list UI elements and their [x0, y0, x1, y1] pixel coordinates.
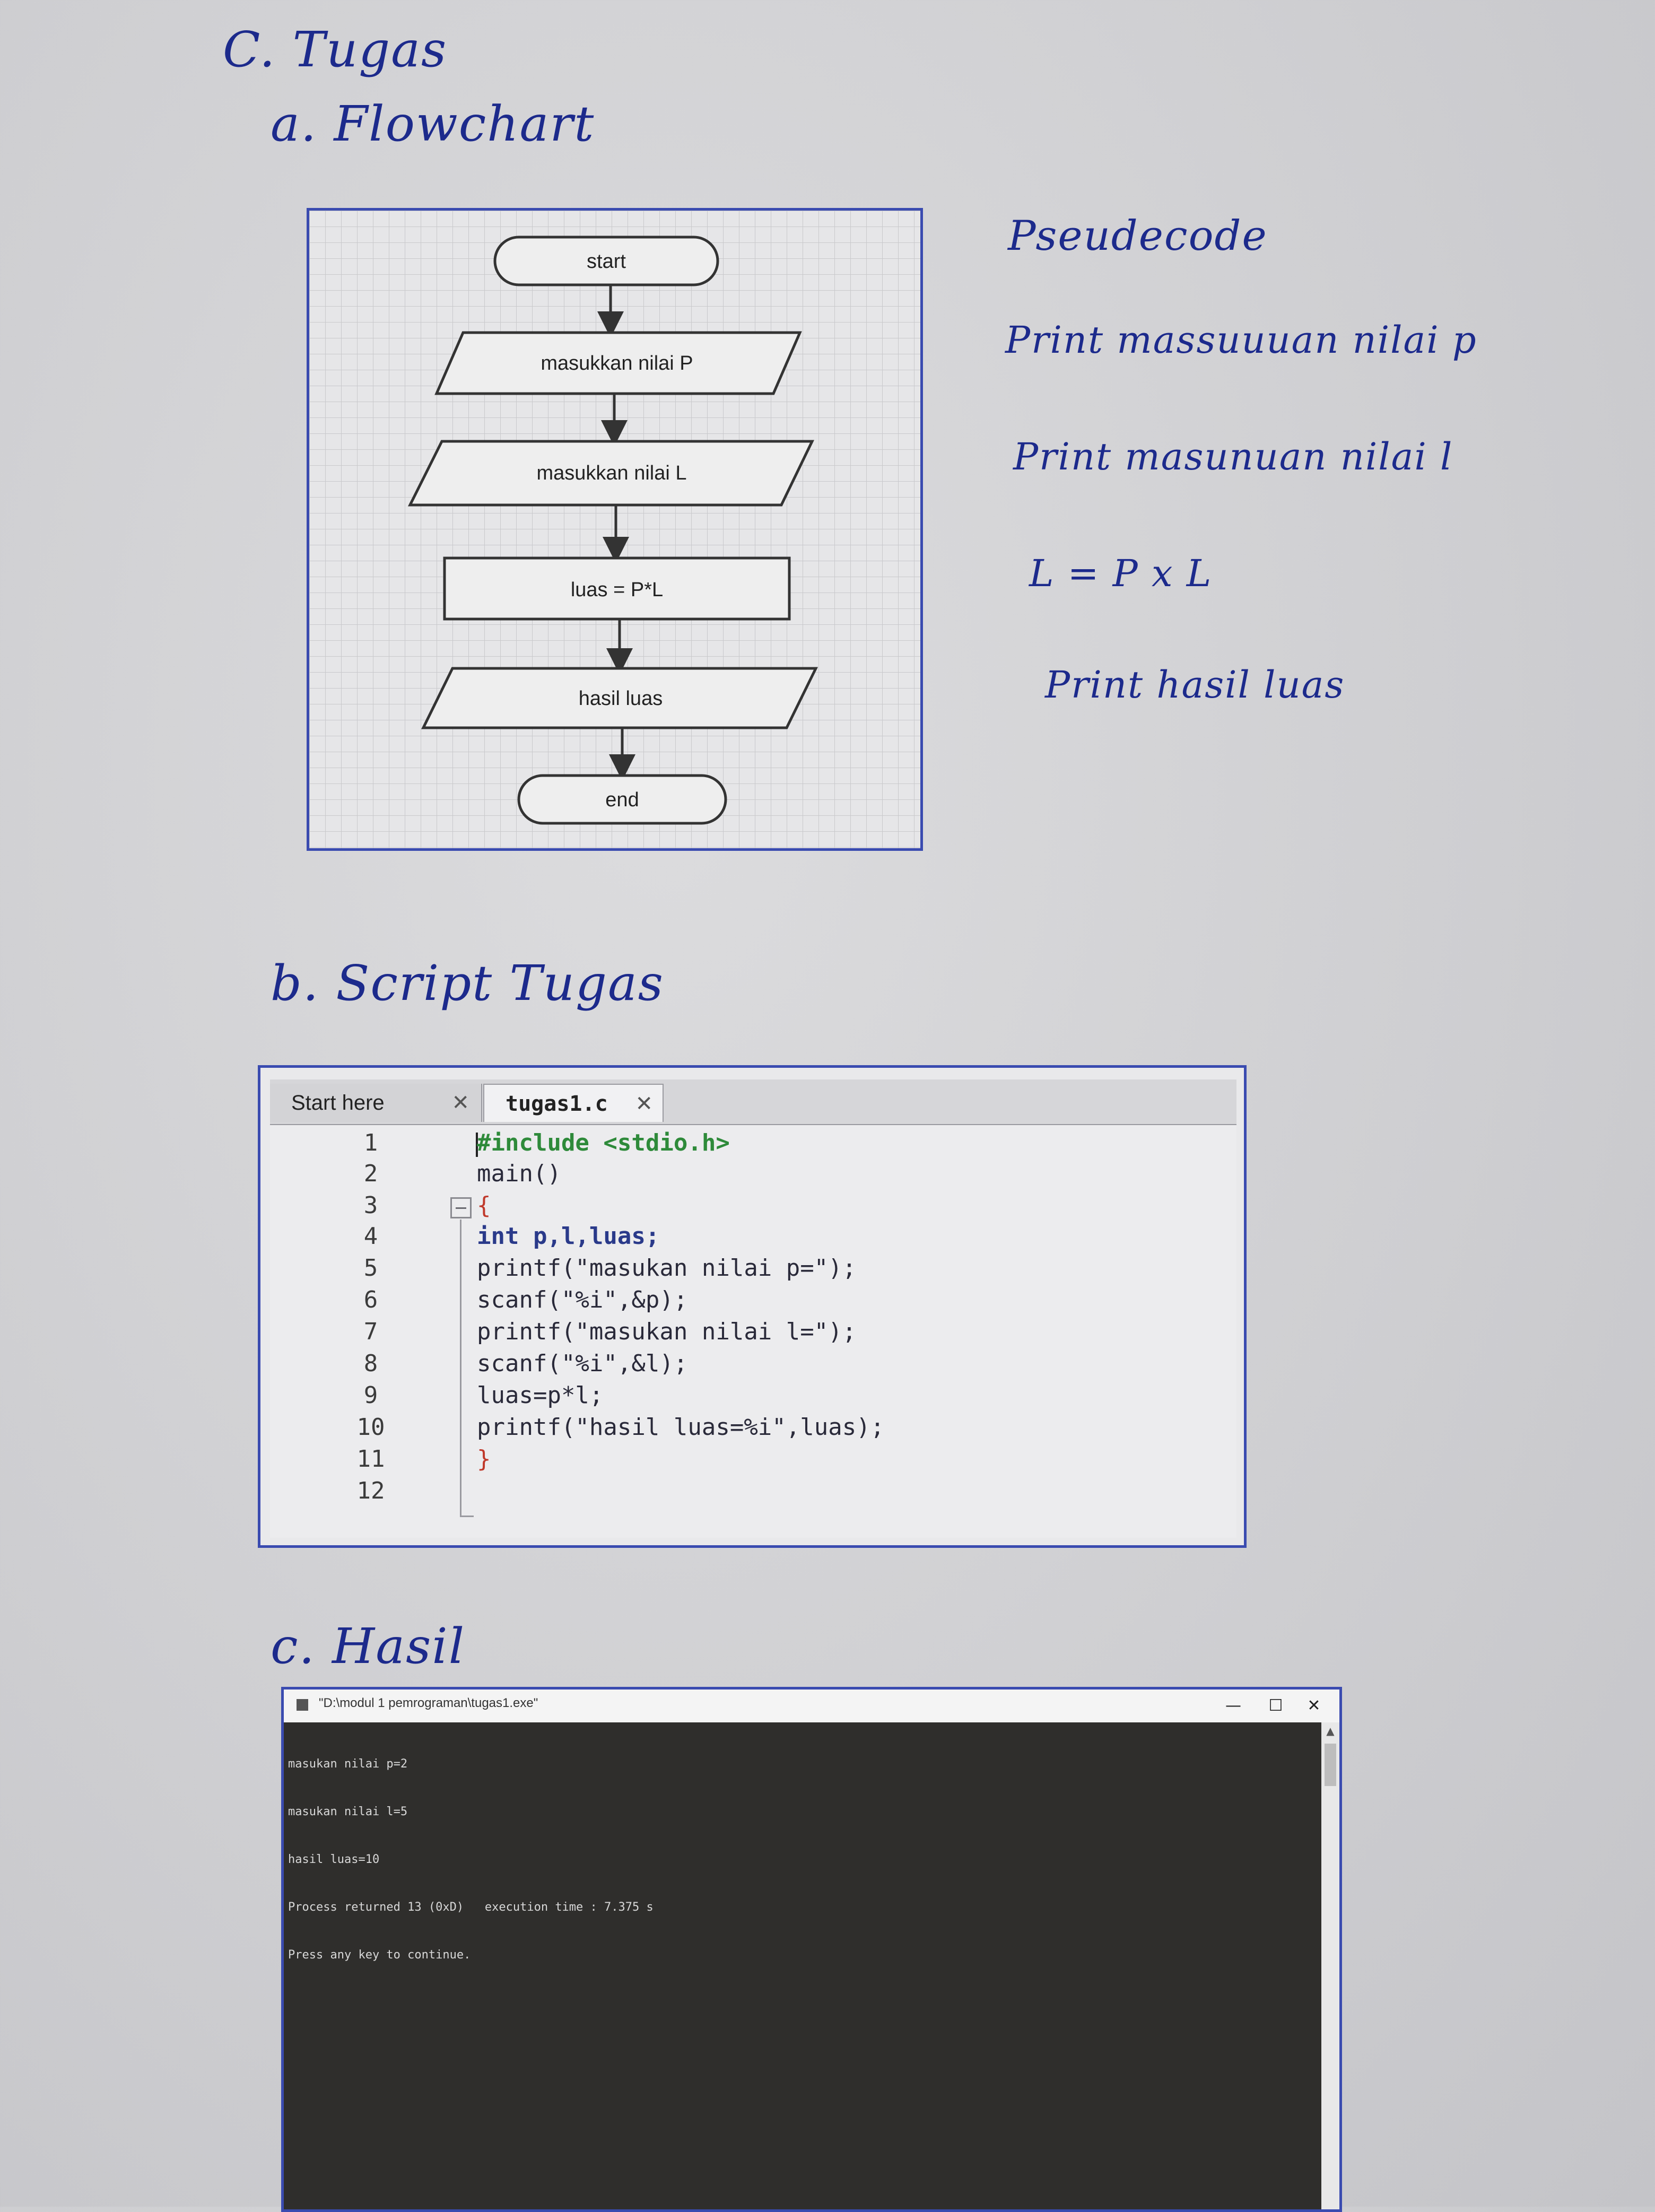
start-node: [493, 236, 719, 286]
code-text: luas=p*l;: [477, 1382, 604, 1409]
code-text: printf("hasil luas=%i",luas);: [477, 1414, 885, 1441]
console-app-icon: [297, 1699, 308, 1711]
close-button[interactable]: ✕: [1307, 1696, 1321, 1715]
fold-toggle-icon[interactable]: [450, 1197, 472, 1218]
input-p-node: [434, 331, 802, 395]
line-number: 2: [363, 1160, 378, 1187]
console-line: hasil luas=10: [288, 1853, 380, 1866]
code-text: main(): [477, 1160, 561, 1187]
process-node: [443, 556, 791, 621]
output-node: [421, 667, 818, 729]
code-text: printf("masukan nilai p=");: [477, 1255, 857, 1282]
console-line: masukan nilai p=2: [288, 1757, 408, 1771]
flowchart-frame: start masukkan nilai P masukkan nilai L …: [307, 208, 923, 851]
scroll-thumb[interactable]: [1325, 1744, 1336, 1786]
pseudocode-line-1: Print massuuuan nilai p: [1005, 318, 1477, 362]
end-label: end: [605, 789, 639, 811]
console-line: masukan nilai l=5: [288, 1805, 408, 1818]
code-text: }: [477, 1445, 491, 1473]
pseudocode-line-2: Print masunuan nilai l: [1013, 435, 1453, 478]
tab-tugas1[interactable]: tugas1.c ✕: [483, 1084, 664, 1122]
scroll-up-icon[interactable]: ▲: [1326, 1725, 1335, 1737]
code-text: scanf("%i",&p);: [477, 1286, 688, 1313]
code-text: scanf("%i",&l);: [477, 1350, 688, 1377]
console-line: Press any key to continue.: [288, 1948, 471, 1962]
input-l-node: [407, 440, 814, 507]
line-number: 9: [363, 1382, 378, 1409]
line-number: 12: [356, 1477, 385, 1504]
fold-guide: [460, 1220, 461, 1517]
heading-script: b. Script Tugas: [271, 955, 665, 1012]
process-label: luas = P*L: [571, 579, 663, 601]
flowchart-diagram: start masukkan nilai P masukkan nilai L …: [407, 236, 818, 825]
line-number: 11: [356, 1445, 385, 1473]
maximize-button[interactable]: ☐: [1268, 1696, 1283, 1715]
console-line: Process returned 13 (0xD) execution time…: [288, 1901, 654, 1914]
tab-start-here-label: Start here: [291, 1091, 385, 1114]
close-icon[interactable]: ✕: [451, 1091, 469, 1115]
console-output: masukan nilai p=2 masukan nilai l=5 hasi…: [288, 1725, 654, 1995]
heading-tugas: C. Tugas: [223, 21, 448, 78]
code-editor-window: Start here ✕ tugas1.c ✕ 1 #include <stdi…: [258, 1065, 1247, 1548]
end-node: [517, 774, 727, 825]
console-scrollbar[interactable]: ▲: [1321, 1722, 1339, 2209]
line-number: 5: [363, 1255, 378, 1282]
console-title-bar[interactable]: "D:\modul 1 pemrograman\tugas1.exe" — ☐ …: [284, 1690, 1339, 1722]
line-number: 4: [363, 1223, 378, 1250]
start-label: start: [587, 250, 626, 273]
console-title: "D:\modul 1 pemrograman\tugas1.exe": [319, 1696, 538, 1710]
line-number: 3: [363, 1192, 378, 1219]
console-window: "D:\modul 1 pemrograman\tugas1.exe" — ☐ …: [281, 1687, 1342, 2212]
pseudocode-title: Pseudecode: [1008, 212, 1268, 260]
line-number: 1: [363, 1129, 378, 1156]
input-l-label: masukkan nilai L: [536, 462, 686, 484]
line-number: 8: [363, 1350, 378, 1377]
text-cursor: [476, 1133, 478, 1157]
pseudocode-line-3: L = P x L: [1029, 552, 1213, 595]
line-number: 10: [356, 1414, 385, 1441]
code-text: int p,l,luas;: [477, 1223, 660, 1250]
code-area[interactable]: 1 #include <stdio.h> 2 main() 3 { 4 int …: [270, 1125, 1236, 1538]
output-label: hasil luas: [579, 687, 663, 710]
heading-flowchart: a. Flowchart: [271, 95, 595, 152]
fold-guide-end: [460, 1516, 474, 1517]
editor-tab-bar: Start here ✕ tugas1.c ✕: [270, 1079, 1236, 1126]
line-number: 7: [363, 1318, 378, 1345]
minimize-button[interactable]: —: [1225, 1696, 1241, 1715]
code-text: {: [477, 1192, 491, 1219]
close-icon[interactable]: ✕: [635, 1092, 653, 1116]
input-p-label: masukkan nilai P: [541, 352, 693, 375]
heading-hasil: c. Hasil: [271, 1618, 466, 1675]
code-text: #include <stdio.h>: [477, 1129, 730, 1156]
line-number: 6: [363, 1286, 378, 1313]
tab-start-here[interactable]: Start here ✕: [270, 1084, 482, 1122]
tab-tugas1-label: tugas1.c: [506, 1092, 608, 1116]
code-text: printf("masukan nilai l=");: [477, 1318, 857, 1345]
pseudocode-line-4: Print hasil luas: [1045, 663, 1345, 707]
